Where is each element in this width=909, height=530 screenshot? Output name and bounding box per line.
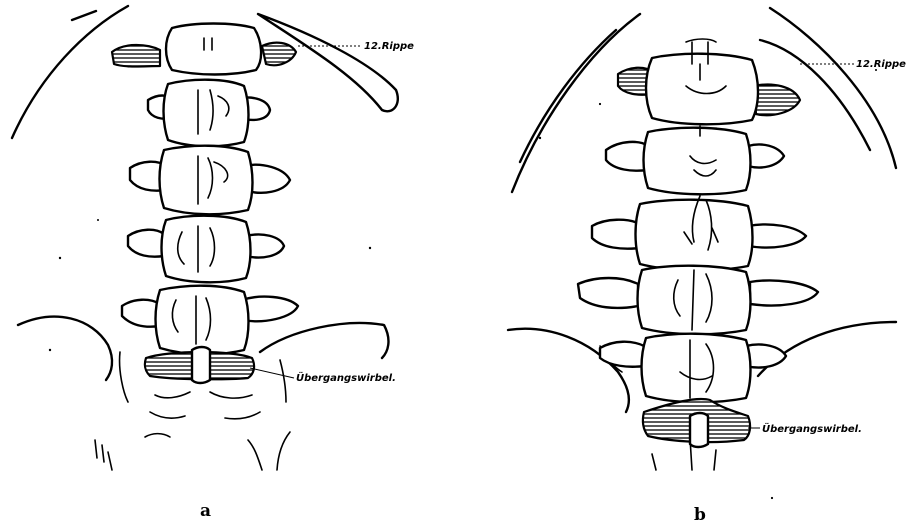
panel-b-dot bbox=[875, 69, 877, 71]
panel-b-left-iliac-crest bbox=[508, 329, 629, 412]
panel-a-sacrum-fragment bbox=[145, 434, 170, 437]
panel-b-vertebra-l4-process-right bbox=[746, 344, 786, 367]
panel-a-left-rib bbox=[12, 6, 128, 138]
panel-a-vertebra-l4-process-right bbox=[242, 297, 298, 322]
panel-a: 12.Rippe Übergangswirbel. a bbox=[12, 6, 414, 521]
panel-a-dot bbox=[59, 257, 61, 259]
panel-a-sacrum-fragment bbox=[150, 412, 185, 418]
panel-b-vertebra-l4-process-left bbox=[600, 342, 644, 367]
panel-b-vertebra-t12 bbox=[646, 54, 758, 125]
panel-a-t12-left-rib-stump bbox=[112, 45, 160, 67]
panel-b-dot bbox=[539, 137, 541, 139]
panel-a-transitional-label: Übergangswirbel. bbox=[296, 370, 396, 384]
panel-b-vertebra-l3-process-left bbox=[578, 278, 638, 308]
panel-b-vertebra-l2-process-left bbox=[592, 220, 640, 249]
panel-a-vertebra-l1 bbox=[164, 80, 249, 147]
panel-a-vertebra-l3-process-left bbox=[128, 230, 164, 257]
panel-a-sacral-line-2 bbox=[280, 360, 286, 402]
panel-b-rib-label: 12.Rippe bbox=[856, 59, 906, 70]
panel-a-vertebra-t12 bbox=[166, 24, 261, 75]
panel-a-sacrum-fragment bbox=[95, 440, 112, 470]
panel-b-transitional-label: Übergangswirbel. bbox=[762, 421, 862, 435]
panel-b-t12-upper-disc bbox=[686, 39, 716, 42]
panel-a-vertebra-l4-process-left bbox=[122, 300, 160, 327]
panel-a-sacrum-fragment bbox=[225, 412, 260, 419]
panel-a-left-iliac-crest bbox=[18, 317, 112, 380]
panel-a-vertebra-l3-process-right bbox=[246, 234, 284, 257]
panel-b-letter: b bbox=[694, 505, 706, 525]
panel-a-dot bbox=[49, 349, 51, 351]
panel-b-dot bbox=[599, 103, 601, 105]
panel-a-transitional-leader bbox=[250, 368, 294, 378]
panel-a-transitional-spinous bbox=[192, 347, 210, 383]
panel-b-vertebra-l1-process-left bbox=[606, 142, 648, 171]
panel-b-vertebra-l2 bbox=[636, 200, 753, 271]
panel-a-left-rib-inner bbox=[72, 11, 96, 20]
panel-a-right-iliac-crest bbox=[260, 323, 388, 358]
panel-b-vertebra-l4 bbox=[642, 334, 751, 403]
panel-a-letter: a bbox=[200, 501, 211, 521]
panel-b-t12-right-rib-stump bbox=[754, 85, 800, 116]
panel-a-dot bbox=[97, 219, 99, 221]
panel-b: 12.Rippe Übergangswirbel. b bbox=[508, 8, 906, 525]
panel-a-dot bbox=[369, 247, 371, 249]
panel-a-sacrum-fragment bbox=[277, 432, 290, 470]
panel-a-t12-right-rib-stump bbox=[262, 43, 296, 66]
panel-b-vertebra-l3-process-right bbox=[750, 280, 818, 305]
panel-b-vertebra-l2-process-right bbox=[748, 224, 806, 247]
panel-b-transitional-spinous bbox=[690, 413, 708, 447]
panel-a-sacrum-fragment bbox=[248, 440, 262, 470]
panel-b-dot bbox=[771, 497, 773, 499]
panel-a-vertebra-l3 bbox=[162, 216, 251, 283]
panel-a-vertebra-l4 bbox=[156, 286, 249, 355]
panel-a-sacrum-fragment bbox=[155, 392, 190, 398]
panel-a-sacral-line bbox=[120, 352, 128, 402]
panel-a-rib-label: 12.Rippe bbox=[364, 41, 414, 52]
panel-a-sacrum-fragment bbox=[210, 392, 252, 398]
panel-a-vertebra-l2 bbox=[160, 146, 253, 215]
panel-b-vertebra-l1-process-right bbox=[748, 144, 784, 167]
